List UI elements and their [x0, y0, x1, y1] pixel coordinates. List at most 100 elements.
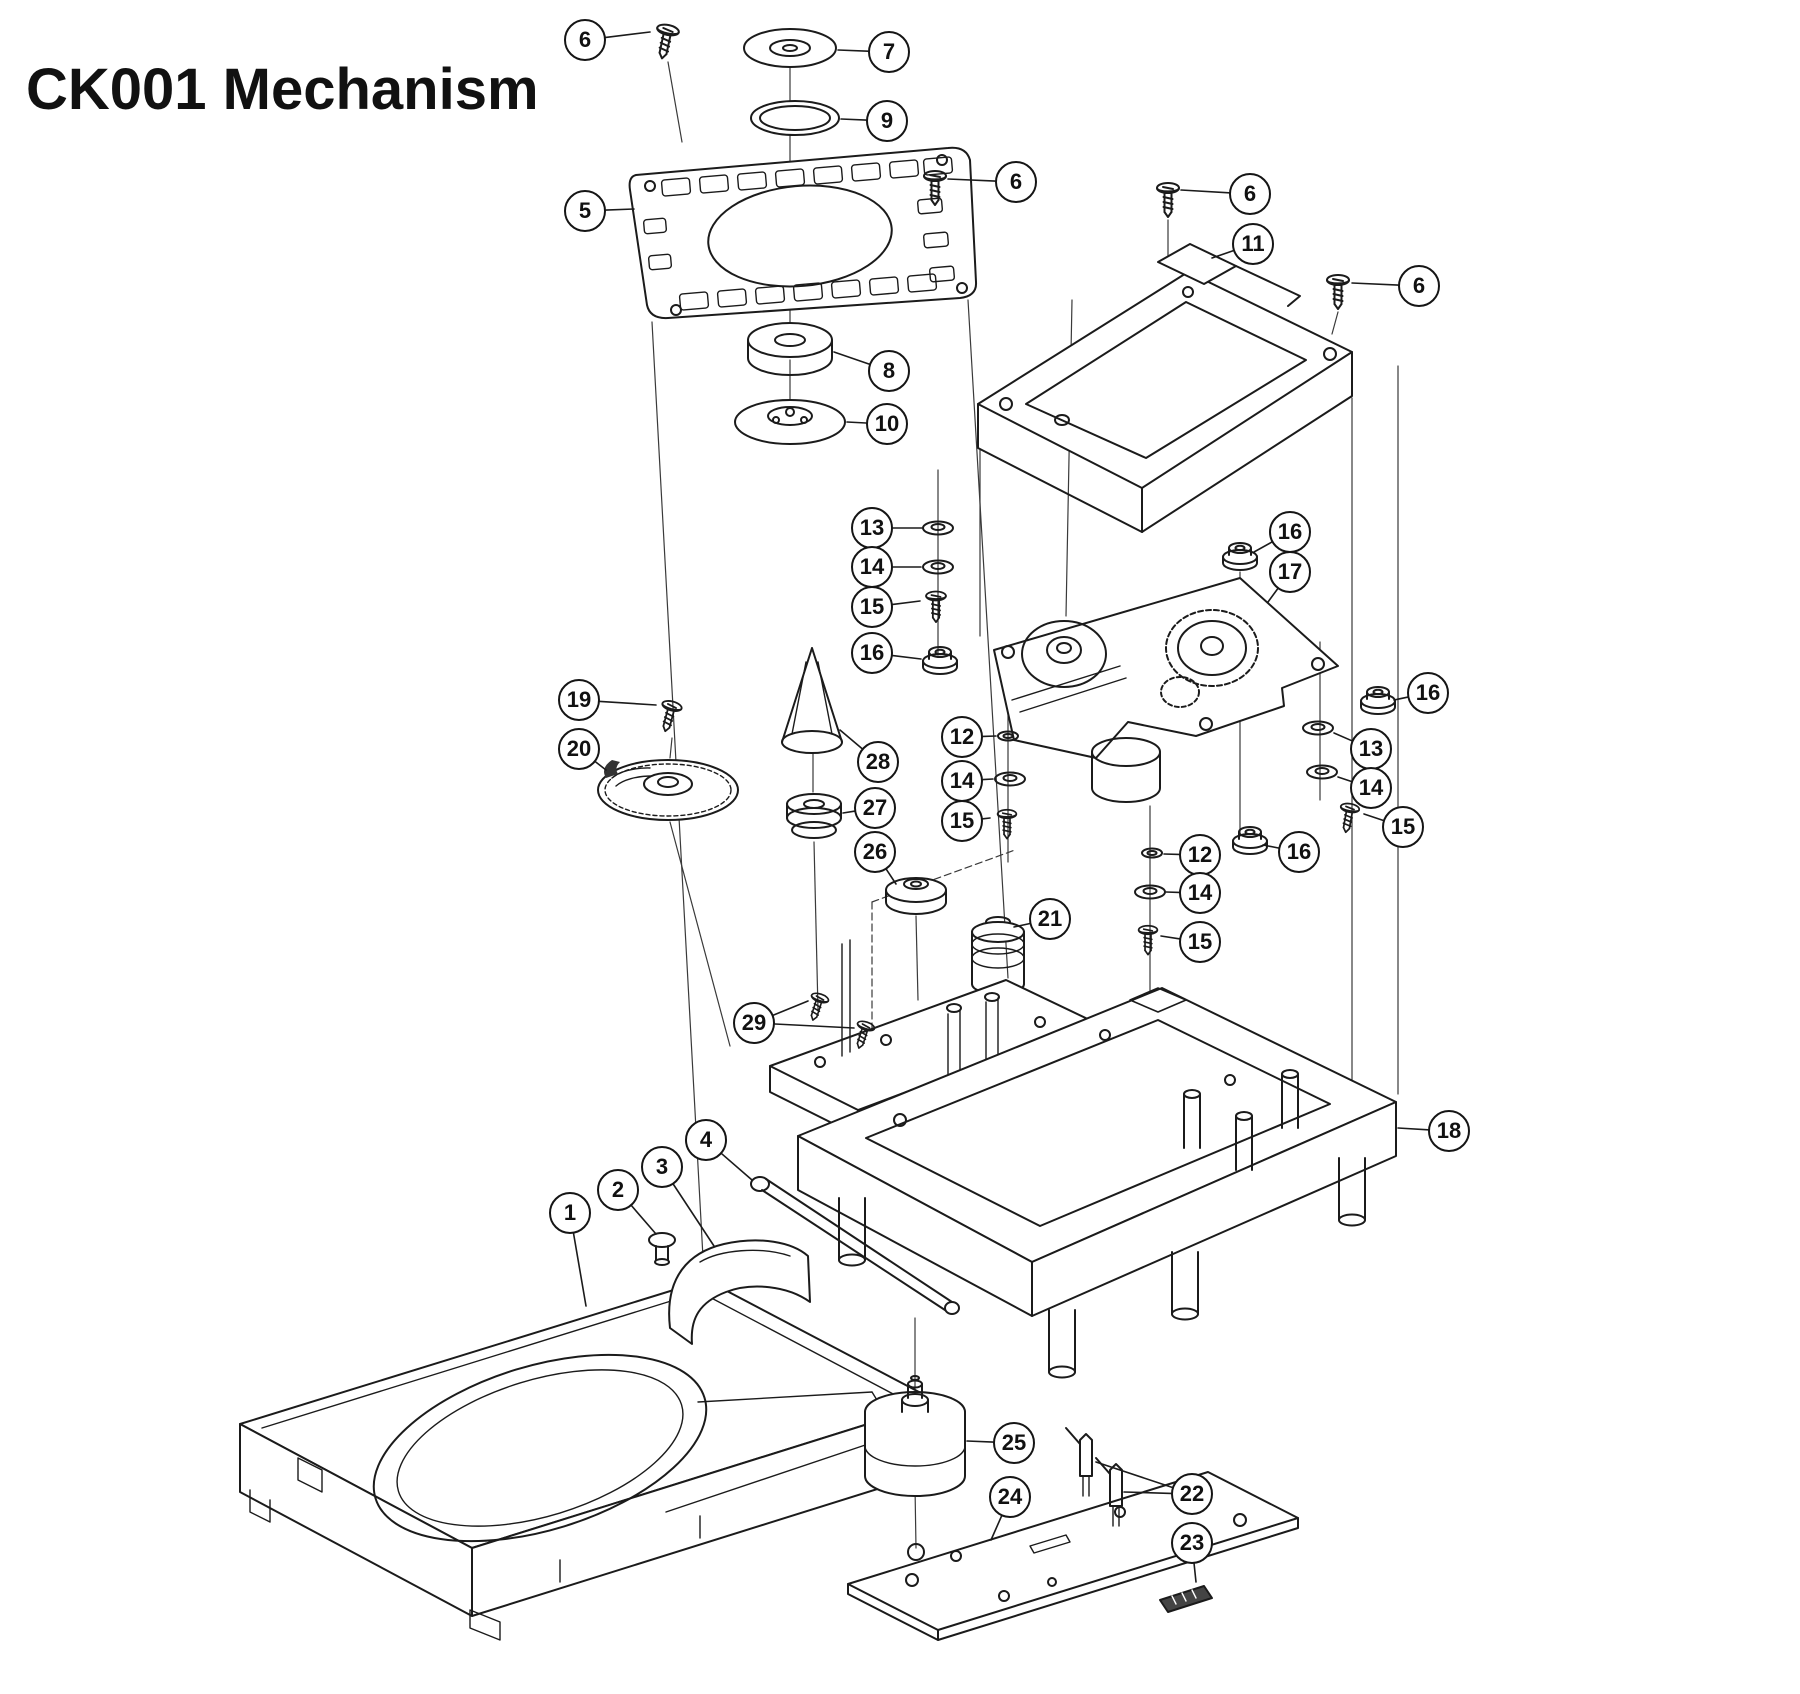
callout-leader-line — [672, 1183, 715, 1247]
page-title: CK001 Mechanism — [26, 57, 539, 122]
callout-leader-line — [1333, 732, 1353, 742]
callout-25: 25 — [993, 1422, 1035, 1464]
callout-leader-line — [839, 729, 863, 750]
callout-1: 1 — [549, 1192, 591, 1234]
callout-15: 15 — [851, 586, 893, 628]
callout-leader-line — [982, 778, 994, 781]
callout-leader-line — [1393, 696, 1409, 701]
traverse-mechanism-part — [993, 577, 1339, 803]
callout-15: 15 — [1382, 806, 1424, 848]
callout-leader-line — [1160, 935, 1180, 940]
clamp-cap-part — [743, 28, 837, 68]
callout-22: 22 — [1171, 1473, 1213, 1515]
callout-3: 3 — [641, 1146, 683, 1188]
callout-6: 6 — [564, 19, 606, 61]
callout-leader-line — [885, 868, 897, 885]
callout-5: 5 — [564, 190, 606, 232]
callout-11: 11 — [1232, 223, 1274, 265]
belt-pulley-part — [786, 793, 842, 839]
callout-leader-lines — [572, 31, 1429, 1583]
callout-2: 2 — [597, 1169, 639, 1211]
callout-12: 12 — [1179, 834, 1221, 876]
callout-24: 24 — [989, 1476, 1031, 1518]
callout-14: 14 — [941, 760, 983, 802]
button-screw-part — [648, 1232, 676, 1266]
callout-6: 6 — [995, 161, 1037, 203]
callout-14: 14 — [1179, 872, 1221, 914]
connector-part — [1159, 1585, 1213, 1613]
callout-leader-line — [1193, 1563, 1197, 1583]
callout-14: 14 — [1350, 767, 1392, 809]
callout-leader-line — [1397, 1127, 1429, 1131]
callout-26: 26 — [854, 831, 896, 873]
callout-leader-line — [605, 208, 635, 211]
loading-motor-part — [864, 1375, 966, 1497]
callout-leader-line — [982, 817, 991, 820]
clamper-part — [734, 399, 846, 445]
callout-leader-line — [1363, 813, 1384, 822]
callout-leader-line — [837, 49, 869, 53]
callout-4: 4 — [685, 1119, 727, 1161]
callout-19: 19 — [558, 679, 600, 721]
callout-17: 17 — [1269, 551, 1311, 593]
callout-leader-line — [1095, 1461, 1173, 1489]
callout-leader-line — [833, 351, 871, 365]
callout-leader-line — [594, 761, 607, 771]
callout-16: 16 — [1269, 511, 1311, 553]
ring-part — [750, 100, 840, 136]
leaf-switch-part — [1065, 1427, 1123, 1527]
callout-leader-line — [966, 1440, 994, 1443]
callout-7: 7 — [868, 31, 910, 73]
callout-leader-line — [1351, 282, 1399, 286]
callout-18: 18 — [1428, 1110, 1470, 1152]
cone-spring-part — [781, 647, 843, 754]
callout-leader-line — [846, 421, 867, 424]
top-frame-part — [977, 243, 1353, 533]
callout-6: 6 — [1229, 173, 1271, 215]
callout-9: 9 — [866, 100, 908, 142]
callout-8: 8 — [868, 350, 910, 392]
callout-16: 16 — [1278, 831, 1320, 873]
callout-leader-line — [1262, 844, 1280, 849]
callout-leader-line — [774, 1023, 855, 1029]
callout-20: 20 — [558, 728, 600, 770]
top-plate-part — [628, 146, 978, 320]
callout-leader-line — [1337, 776, 1352, 783]
callout-27: 27 — [854, 787, 896, 829]
callout-leader-line — [1180, 189, 1230, 194]
callout-15: 15 — [941, 800, 983, 842]
callout-leader-line — [1013, 922, 1031, 928]
cover-bracket-part — [668, 1239, 811, 1345]
callout-29: 29 — [733, 1002, 775, 1044]
callout-leader-line — [840, 118, 867, 121]
disc-tray-part — [239, 1279, 939, 1641]
callout-13: 13 — [1350, 728, 1392, 770]
callout-13: 13 — [851, 507, 893, 549]
callout-leader-line — [720, 1153, 753, 1181]
callout-28: 28 — [857, 741, 899, 783]
callout-leader-line — [842, 810, 856, 814]
callout-leader-line — [630, 1205, 657, 1235]
callout-leader-line — [947, 178, 996, 182]
callout-leader-line — [1123, 1491, 1172, 1495]
pulley-part — [885, 877, 947, 915]
callout-6: 6 — [1398, 265, 1440, 307]
callout-15: 15 — [1179, 921, 1221, 963]
callout-21: 21 — [1029, 898, 1071, 940]
callout-16: 16 — [1407, 672, 1449, 714]
callout-leader-line — [891, 600, 921, 606]
callout-23: 23 — [1171, 1522, 1213, 1564]
callout-leader-line — [891, 654, 922, 660]
callout-10: 10 — [866, 403, 908, 445]
callout-leader-line — [1211, 250, 1234, 259]
callout-leader-line — [1267, 588, 1279, 603]
callout-leader-line — [990, 1515, 1003, 1541]
callout-14: 14 — [851, 546, 893, 588]
slide-rod-part — [750, 1176, 960, 1315]
callout-leader-line — [772, 1000, 809, 1016]
cam-gear-part — [597, 759, 739, 821]
callout-leader-line — [599, 700, 657, 706]
